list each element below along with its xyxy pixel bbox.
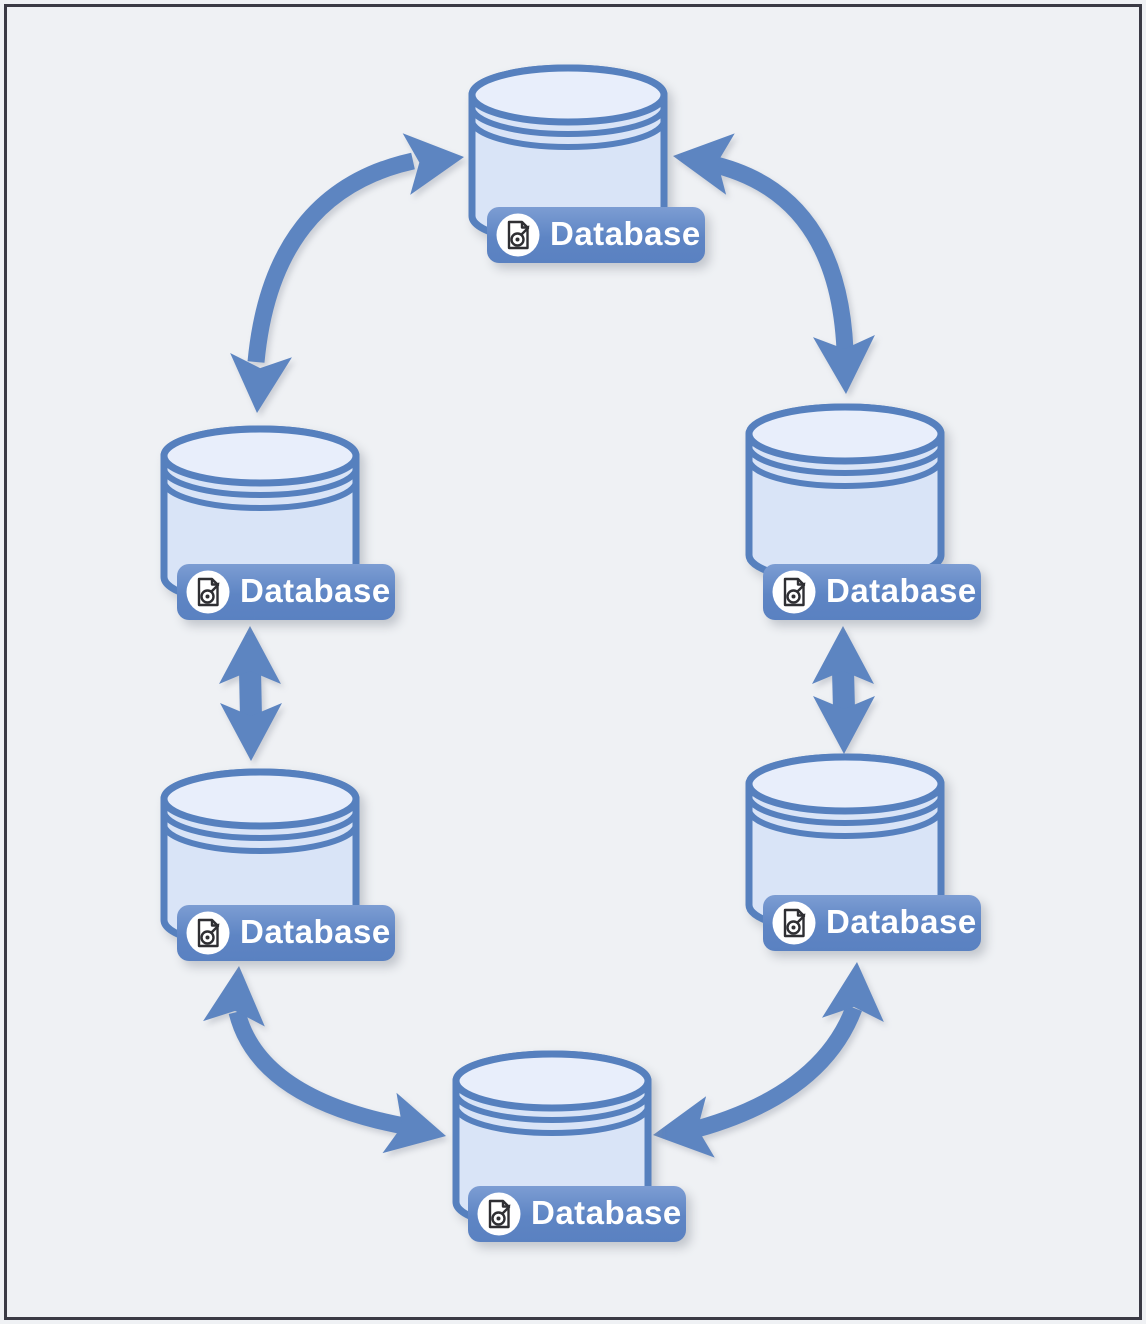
edge-top-upperright-arrow	[673, 133, 875, 394]
db-node-lower-left[interactable]: Database	[160, 768, 400, 980]
node-label-badge: Database	[468, 1186, 686, 1242]
edge-upperright-lowerright-arrow	[812, 626, 875, 754]
database-file-icon	[496, 213, 540, 257]
edge-bottom-lowerright-arrow	[653, 962, 884, 1158]
db-node-bottom[interactable]: Database	[452, 1050, 692, 1262]
database-cylinder	[452, 1050, 652, 1233]
node-label: Database	[531, 1194, 682, 1231]
database-file-icon	[477, 1192, 521, 1236]
node-label-badge: Database	[763, 895, 981, 951]
node-label-badge: Database	[177, 564, 395, 620]
node-label-badge: Database	[487, 207, 705, 263]
node-label: Database	[826, 903, 977, 940]
edge-upperleft-top-arrow	[230, 133, 464, 413]
db-node-lower-right[interactable]: Database	[745, 753, 985, 965]
database-cylinder	[160, 425, 360, 608]
edge-upperleft-lowerleft-arrow	[219, 626, 282, 761]
node-label: Database	[826, 572, 977, 609]
database-file-icon	[186, 570, 230, 614]
edge-lowerleft-bottom-arrow	[203, 966, 446, 1154]
db-node-top[interactable]: Database	[468, 64, 708, 276]
node-label: Database	[550, 215, 701, 252]
database-file-icon	[772, 570, 816, 614]
database-cylinder	[745, 403, 945, 586]
db-node-upper-right[interactable]: Database	[745, 403, 985, 620]
node-label-badge: Database	[177, 905, 395, 961]
database-file-icon	[186, 911, 230, 955]
database-file-icon	[772, 901, 816, 945]
node-label: Database	[240, 572, 391, 609]
node-label-badge: Database	[763, 564, 981, 620]
node-label: Database	[240, 913, 391, 950]
database-cylinder	[160, 768, 360, 951]
db-node-upper-left[interactable]: Database	[160, 425, 400, 637]
